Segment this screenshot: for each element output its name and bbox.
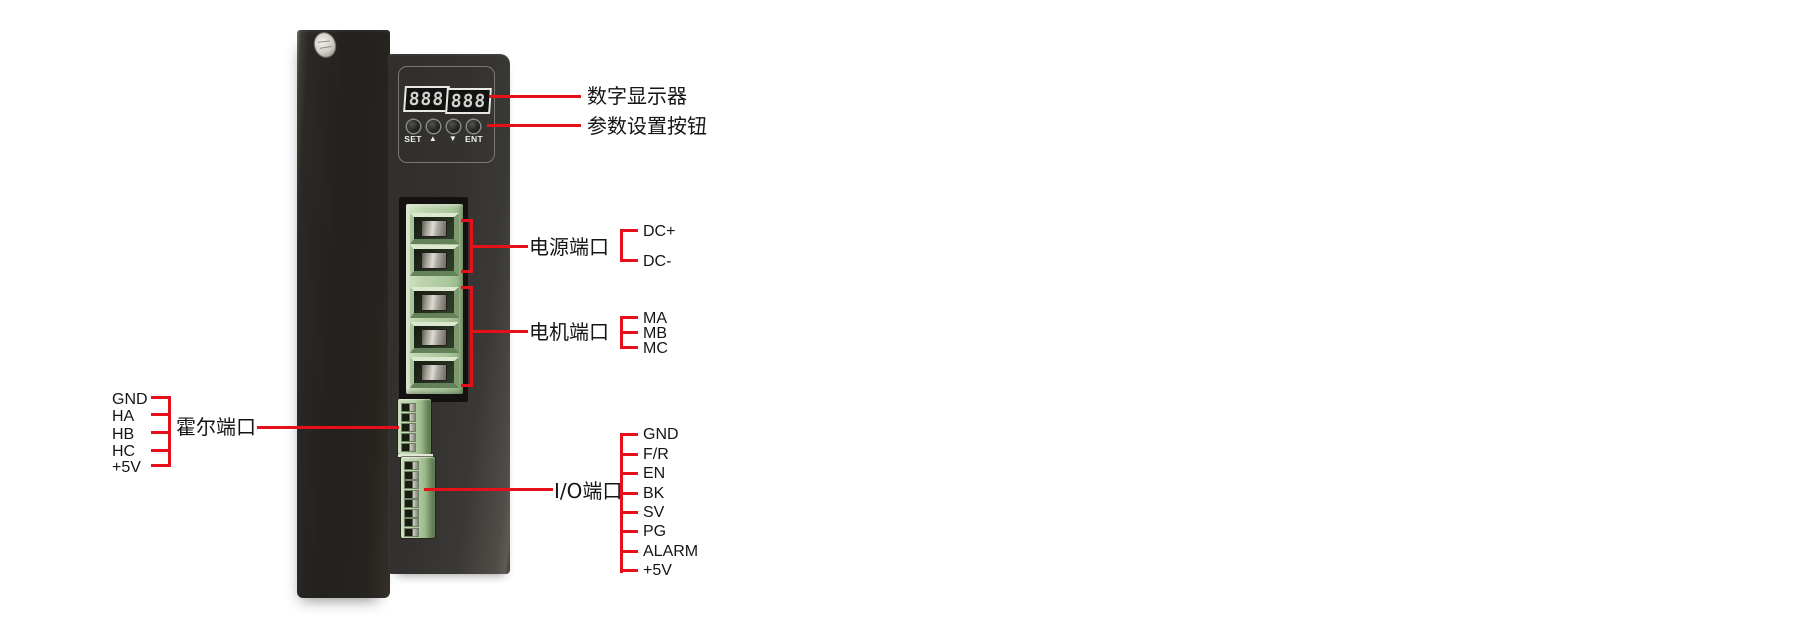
io-pins-bracket — [623, 453, 638, 456]
io-pins-bracket — [623, 530, 638, 533]
connector-pin-slot — [405, 481, 418, 488]
digital-display-right: 888 — [445, 88, 492, 114]
display-callout-line — [489, 95, 581, 98]
connector-gap — [398, 454, 433, 457]
io-port-label: I/O端口 — [554, 479, 623, 503]
display-panel-frame — [398, 66, 495, 163]
io-pins-bracket — [620, 433, 623, 573]
up-button — [426, 120, 440, 133]
hall-pins-bracket — [151, 431, 170, 434]
motor-port-bracket — [461, 286, 473, 289]
motor-pins-bracket — [620, 316, 623, 349]
power-motor-connector — [406, 204, 463, 394]
mounting-plate — [297, 29, 390, 598]
hall-port-callout-line — [257, 426, 399, 429]
power-port-bracket — [461, 270, 473, 273]
connector-pin-slot — [405, 500, 418, 507]
pin-label-ha: HA — [112, 408, 135, 425]
display-label: 数字显示器 — [587, 84, 687, 108]
hall-pins-bracket — [168, 396, 171, 467]
display-right-digits: 888 — [450, 90, 487, 112]
motor-pins-bracket — [623, 316, 638, 319]
io-pins-bracket — [623, 433, 638, 436]
connector-pin-slot — [402, 424, 415, 431]
digital-display-left: 888 — [403, 86, 450, 112]
pin-label-pg: PG — [643, 523, 667, 540]
connector-pin-slot — [402, 434, 415, 441]
pin-label-hb: HB — [112, 426, 135, 443]
motor-port-label: 电机端口 — [529, 320, 609, 344]
io-pins-bracket — [623, 569, 638, 572]
set-button — [406, 120, 420, 133]
connector-pin-slot — [405, 462, 418, 469]
screw-terminal — [410, 213, 459, 244]
button-label-ent: ENT — [465, 134, 483, 144]
screw-terminal — [410, 322, 459, 353]
pin-label-sv: SV — [643, 504, 665, 521]
connector-pin-slot — [402, 404, 415, 411]
io-pins-bracket — [623, 511, 638, 514]
pin-label-bk: BK — [643, 485, 665, 502]
connector-pin-slot — [405, 472, 418, 479]
connector-pin-slot — [405, 491, 418, 498]
connector-pin-slot — [405, 519, 418, 526]
pin-label-io-5v: +5V — [643, 562, 672, 579]
dc-pins-bracket — [620, 229, 623, 262]
pin-label-hall-5v: +5V — [112, 459, 141, 476]
screw-terminal — [410, 245, 459, 276]
screw-terminal — [410, 287, 459, 318]
pin-label-hall-gnd: GND — [112, 391, 148, 408]
dc-pins-bracket — [623, 259, 638, 262]
pin-label-alarm: ALARM — [643, 543, 699, 560]
connector-pin-slot — [405, 510, 418, 517]
pin-label-mb: MB — [643, 325, 667, 342]
motor-port-bracket — [470, 286, 473, 387]
power-port-bracket — [470, 219, 473, 273]
io-pins-bracket — [623, 550, 638, 553]
connector-pin-slot — [405, 529, 418, 536]
connector-pin-slot — [402, 444, 415, 451]
io-pins-bracket — [623, 492, 638, 495]
power-port-callout-line — [473, 245, 528, 248]
connector-pin-slot — [402, 414, 415, 421]
pin-label-ma: MA — [643, 310, 667, 327]
pin-label-fr: F/R — [643, 446, 669, 463]
button-label-down: ▼ — [448, 134, 458, 143]
hall-pins-bracket — [151, 413, 170, 416]
pin-label-dc-plus: DC+ — [643, 223, 676, 240]
pin-label-mc: MC — [643, 340, 668, 357]
io-connector — [401, 457, 435, 538]
io-port-callout-line — [424, 488, 553, 491]
display-left-digits: 888 — [408, 88, 445, 110]
dc-pins-bracket — [623, 229, 638, 232]
button-label-set: SET — [404, 134, 422, 144]
power-port-bracket — [461, 219, 473, 222]
hall-pins-bracket — [151, 396, 170, 399]
pin-label-io-gnd: GND — [643, 426, 679, 443]
power-port-label: 电源端口 — [529, 235, 609, 259]
button-label-up: ▲ — [428, 134, 438, 143]
motor-port-bracket — [461, 384, 473, 387]
hall-pins-bracket — [151, 464, 170, 467]
motor-pins-bracket — [623, 346, 638, 349]
pin-label-dc-minus: DC- — [643, 253, 672, 270]
buttons-label: 参数设置按钮 — [587, 114, 707, 138]
down-button — [446, 120, 460, 133]
hall-pins-bracket — [151, 449, 170, 452]
io-pins-bracket — [623, 472, 638, 475]
motor-pins-bracket — [623, 331, 638, 334]
hall-connector — [398, 399, 431, 454]
mounting-screw — [310, 29, 340, 61]
hall-port-label: 霍尔端口 — [176, 415, 256, 439]
pin-label-hc: HC — [112, 443, 136, 460]
ent-button — [466, 120, 480, 133]
screw-terminal — [410, 357, 459, 388]
buttons-callout-line — [487, 124, 581, 127]
motor-port-callout-line — [473, 330, 528, 333]
pin-label-en: EN — [643, 465, 666, 482]
